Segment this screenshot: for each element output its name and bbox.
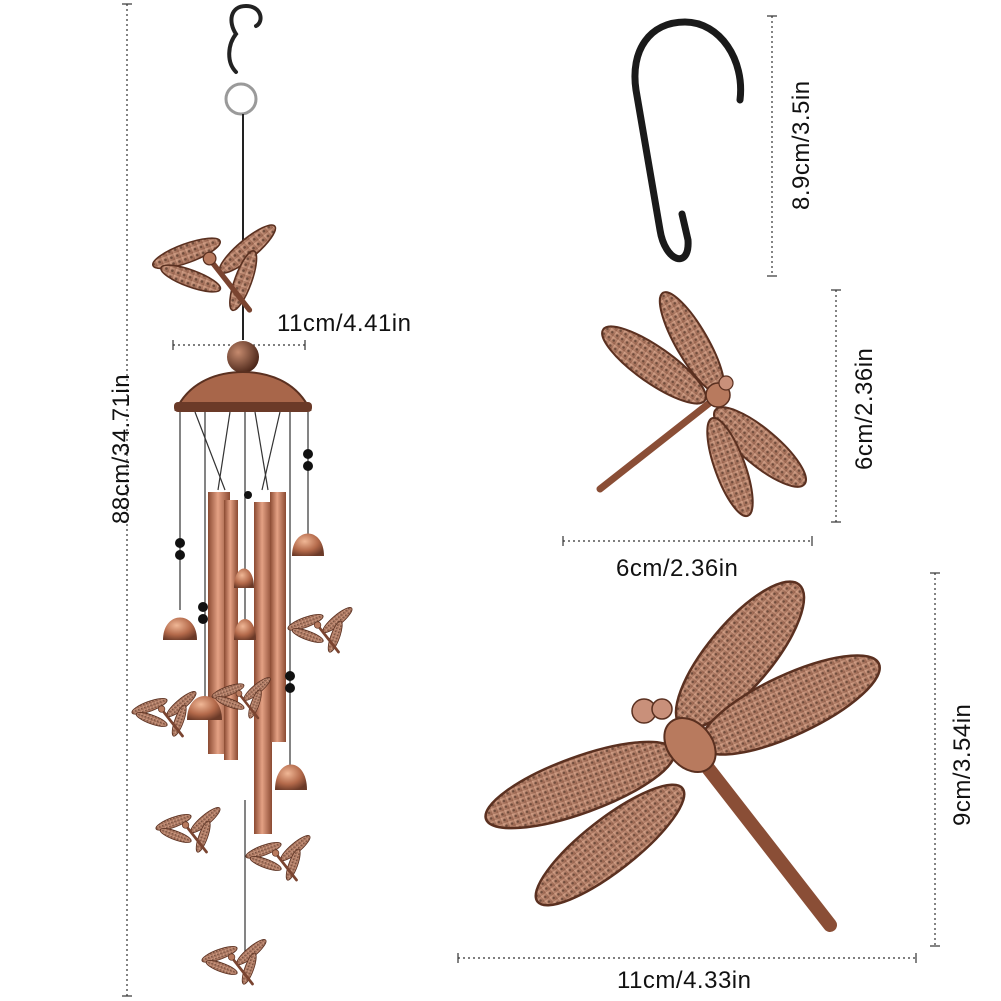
dimension-lines xyxy=(122,3,940,997)
bell-icon xyxy=(234,619,256,640)
total-length-label: 88cm/34.71in xyxy=(108,373,135,524)
bell-icon xyxy=(234,568,254,588)
large-dragonfly-height-label: 9cm/3.54in xyxy=(949,703,976,826)
bell-icon xyxy=(292,533,324,556)
small-hook-icon xyxy=(227,3,263,74)
top-width-label: 11cm/4.41in xyxy=(277,310,412,337)
small-dragonfly-width-label: 6cm/2.36in xyxy=(616,555,739,582)
s-hook-icon xyxy=(631,18,745,263)
hook-height-label: 8.9cm/3.5in xyxy=(788,80,815,210)
wind-chime xyxy=(128,3,357,987)
small-dragonfly xyxy=(596,291,807,518)
bell-icon xyxy=(163,617,197,640)
bell-icon xyxy=(187,696,222,720)
ring-icon xyxy=(224,82,258,116)
small-dragonfly-height-label: 6cm/2.36in xyxy=(851,347,878,470)
large-dragonfly-width-label: 11cm/4.33in xyxy=(617,967,752,994)
bell-icon xyxy=(275,764,307,790)
large-dragonfly xyxy=(484,580,881,932)
